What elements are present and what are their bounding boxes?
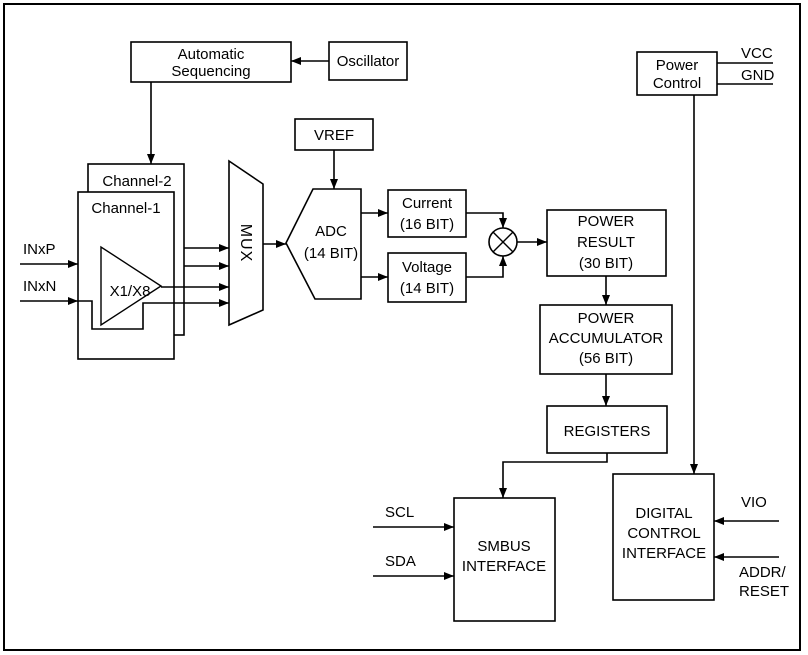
- registers-box: [546, 405, 668, 454]
- power-control-box: [636, 51, 718, 96]
- power-accumulator-label-2: ACCUMULATOR: [549, 330, 664, 347]
- multiply-icon: [492, 231, 514, 253]
- wire-current-to-multiplier: [466, 212, 507, 228]
- pin-label-gnd: GND: [741, 67, 775, 84]
- digital-control-label-2: CONTROL: [627, 525, 700, 542]
- amplifier-triangle: [100, 245, 163, 327]
- smbus-interface-box: [453, 497, 556, 622]
- smbus-interface-label-2: INTERFACE: [462, 558, 546, 575]
- node-adc: ADC (14 BIT): [285, 188, 362, 300]
- adc-shape: [285, 188, 362, 300]
- power-result-box: [546, 209, 667, 277]
- pin-label-inxn: INxN: [23, 278, 56, 295]
- voltage-result-label-1: Voltage: [402, 259, 452, 276]
- power-accumulator-label-3: (56 BIT): [579, 350, 633, 367]
- channel-1-label: Channel-1: [91, 200, 160, 217]
- pin-label-vcc: VCC: [741, 45, 773, 62]
- digital-control-label-1: DIGITAL: [635, 505, 692, 522]
- adc-label-2: (14 BIT): [304, 245, 358, 262]
- channel-1-box: [77, 191, 175, 360]
- wire-voltage-to-multiplier: [466, 256, 507, 278]
- vref-label: VREF: [314, 127, 354, 144]
- diagram-border: [3, 3, 801, 651]
- power-accumulator-label-1: POWER: [578, 310, 635, 327]
- pin-label-inxp: INxP: [23, 241, 56, 258]
- wire-inxn-to-mux: [78, 299, 229, 330]
- pin-label-reset: RESET: [739, 583, 789, 600]
- power-control-label-1: Power: [656, 57, 699, 74]
- power-result-label-3: (30 BIT): [579, 255, 633, 272]
- oscillator-box: [328, 41, 408, 81]
- smbus-interface-label-1: SMBUS: [477, 538, 530, 555]
- oscillator-label: Oscillator: [337, 53, 400, 70]
- node-digital-control-interface: DIGITAL CONTROL INTERFACE: [612, 473, 715, 601]
- power-result-label-2: RESULT: [577, 234, 635, 251]
- node-vref: VREF: [294, 118, 374, 151]
- node-registers: REGISTERS: [546, 405, 668, 454]
- vref-box: [294, 118, 374, 151]
- digital-control-label-3: INTERFACE: [622, 545, 706, 562]
- automatic-sequencing-label-1: Automatic: [178, 46, 245, 63]
- power-result-label-1: POWER: [578, 213, 635, 230]
- pin-label-sda: SDA: [385, 553, 416, 570]
- node-power-accumulator: POWER ACCUMULATOR (56 BIT): [539, 304, 673, 375]
- amplifier-label: X1/X8: [110, 283, 151, 300]
- voltage-result-box: [387, 252, 467, 303]
- node-channel-1: Channel-1 X1/X8: [77, 191, 175, 360]
- automatic-sequencing-label-2: Sequencing: [171, 63, 250, 80]
- pin-label-scl: SCL: [385, 504, 414, 521]
- pin-label-addr: ADDR/: [739, 564, 787, 581]
- node-mux: MUX: [228, 159, 264, 327]
- current-result-box: [387, 189, 467, 238]
- node-oscillator: Oscillator: [328, 41, 408, 81]
- wire-registers-to-smbus: [499, 453, 608, 498]
- channel-2-label: Channel-2: [102, 173, 171, 190]
- voltage-result-label-2: (14 BIT): [400, 280, 454, 297]
- node-power-result: POWER RESULT (30 BIT): [546, 209, 667, 277]
- current-result-label-1: Current: [402, 195, 453, 212]
- adc-label-1: ADC: [315, 223, 347, 240]
- pin-label-vio: VIO: [741, 494, 767, 511]
- automatic-sequencing-box: [130, 41, 292, 83]
- node-voltage-result: Voltage (14 BIT): [387, 252, 467, 303]
- registers-label: REGISTERS: [564, 423, 651, 440]
- node-current-result: Current (16 BIT): [387, 189, 467, 238]
- current-result-label-2: (16 BIT): [400, 216, 454, 233]
- node-automatic-sequencing: Automatic Sequencing: [130, 41, 292, 83]
- node-power-control: Power Control: [636, 51, 718, 96]
- digital-control-interface-box: [612, 473, 715, 601]
- power-control-label-2: Control: [653, 75, 701, 92]
- multiplier-node: [488, 227, 518, 257]
- mux-label: MUX: [237, 224, 254, 263]
- mux-shape: [228, 159, 264, 327]
- node-smbus-interface: SMBUS INTERFACE: [453, 497, 556, 622]
